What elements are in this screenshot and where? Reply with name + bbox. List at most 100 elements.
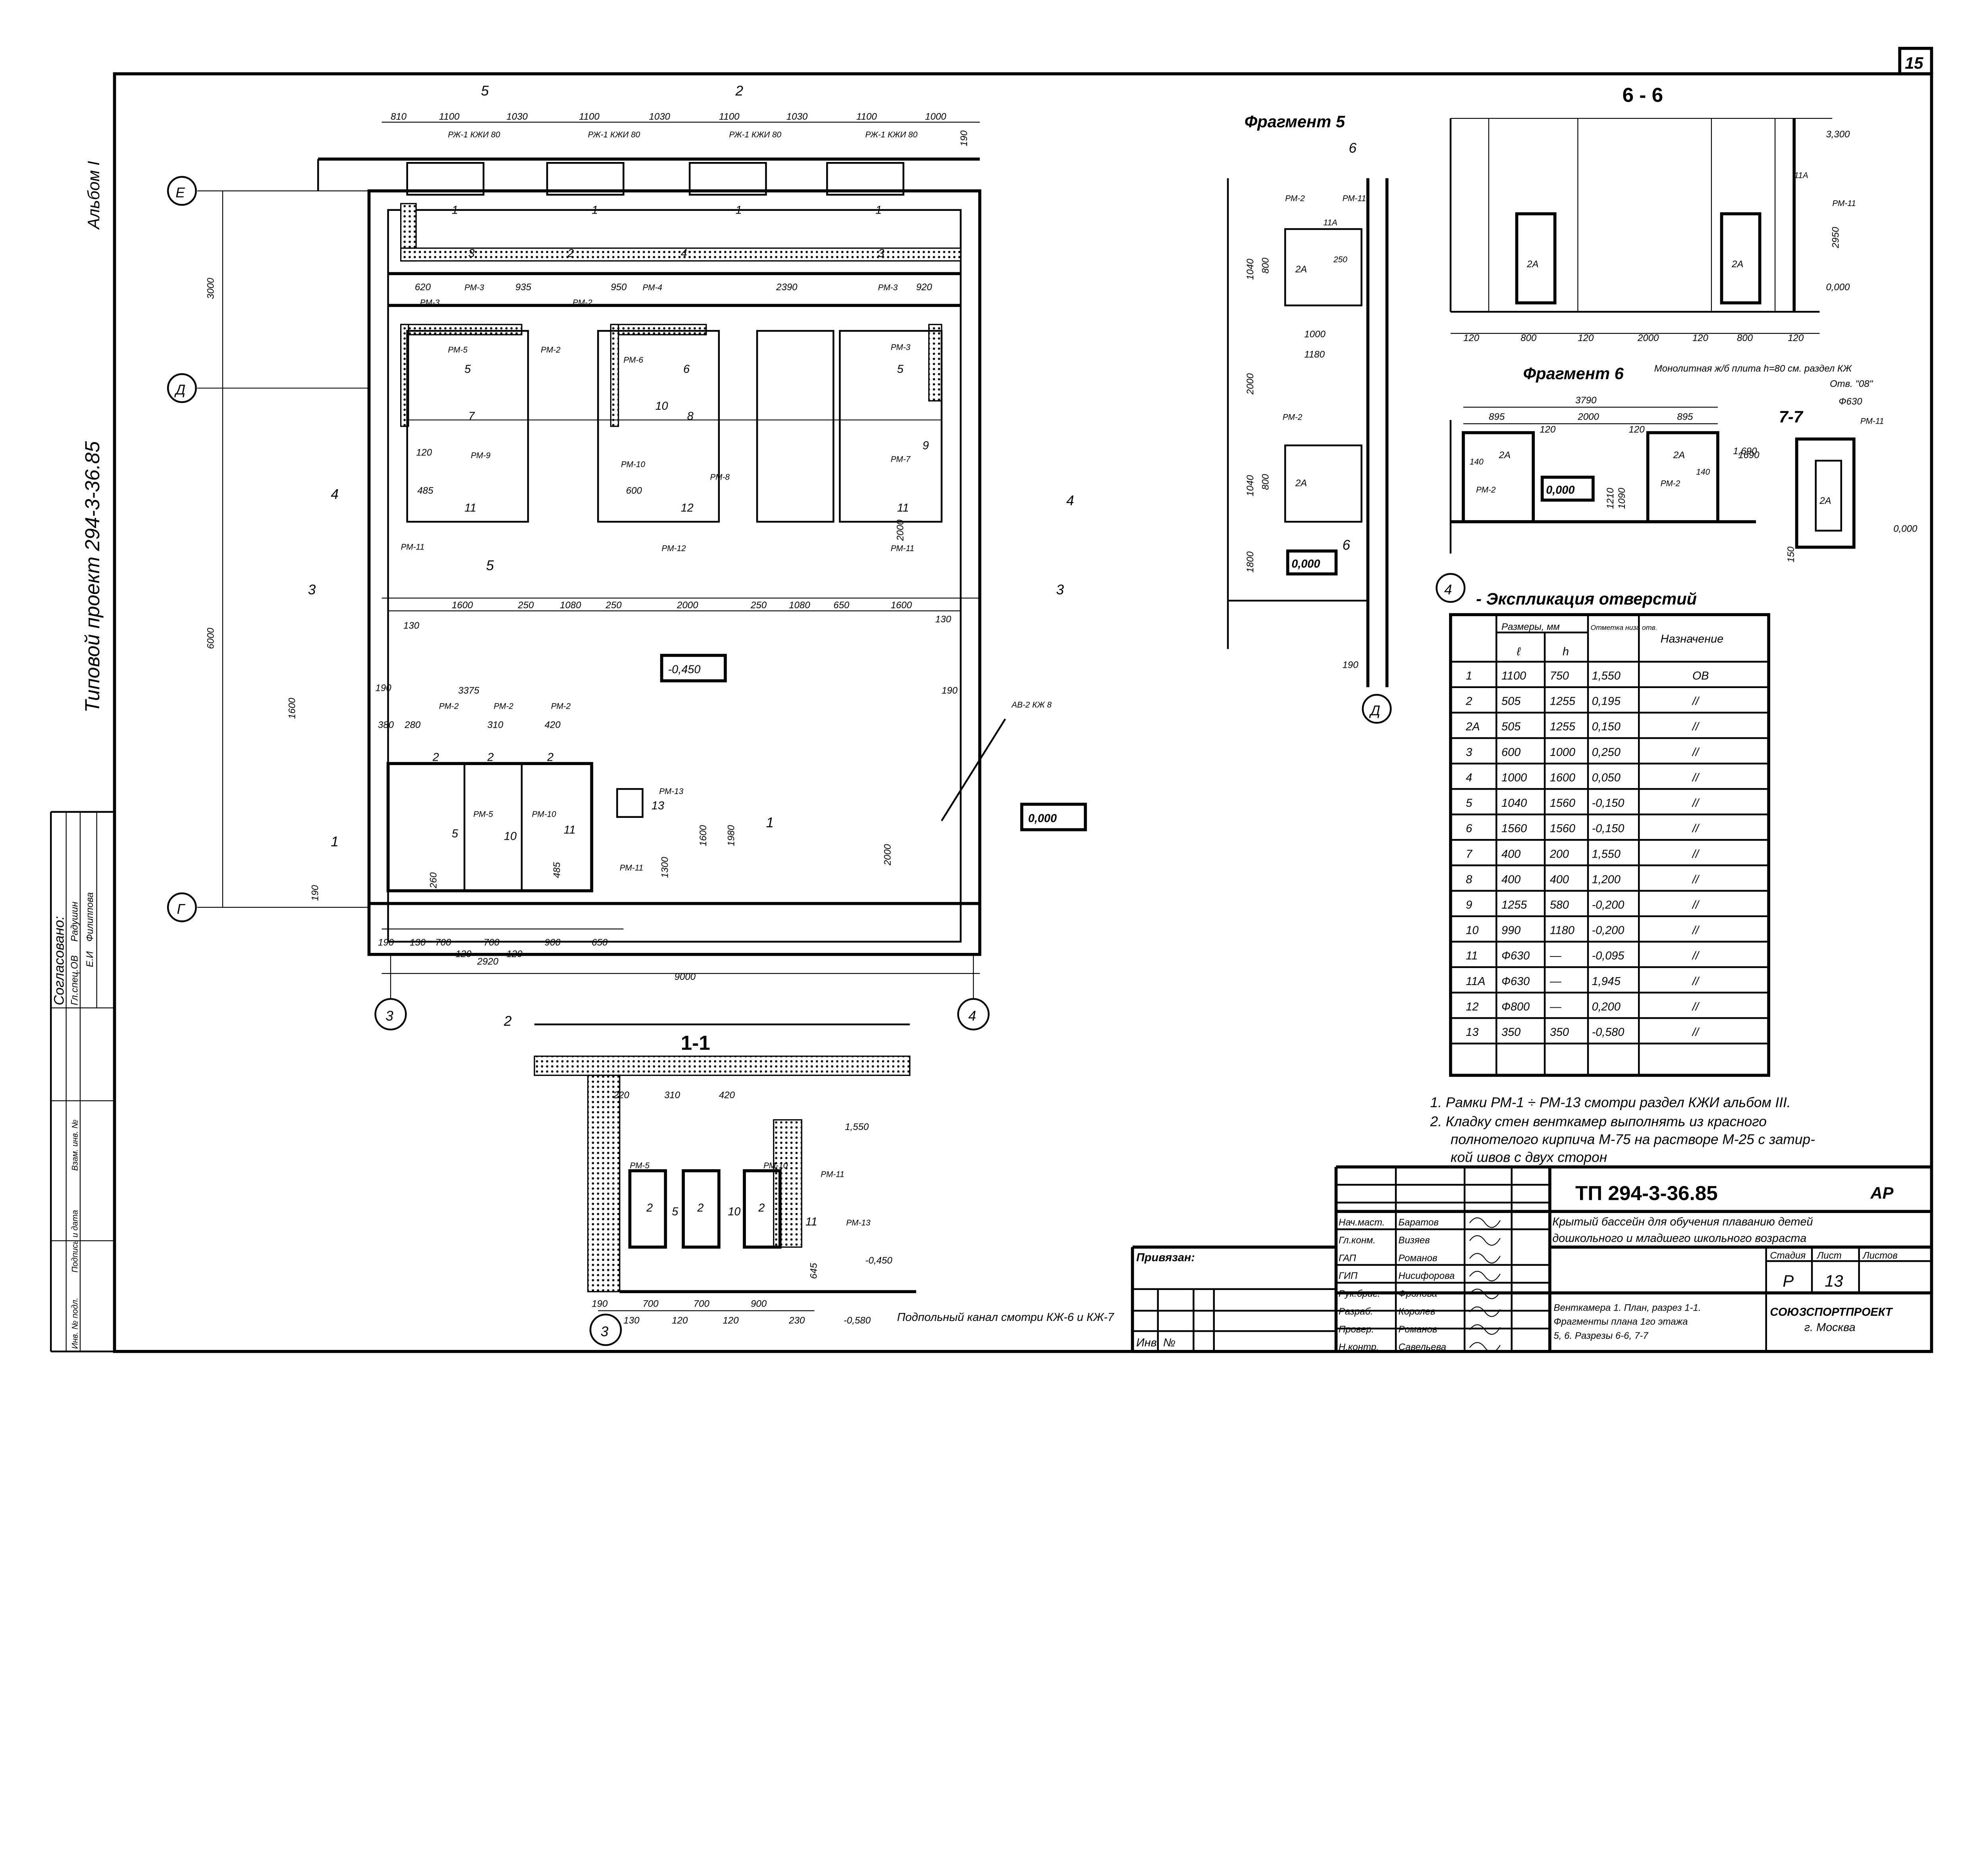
fragment6-note: Монолитная ж/б плита h=80 см. раздел КЖ <box>1654 363 1853 374</box>
svg-text:РМ-2: РМ-2 <box>1476 485 1496 494</box>
staff-role: Разраб. <box>1339 1306 1373 1317</box>
svg-text:1100: 1100 <box>719 111 740 122</box>
svg-text:1: 1 <box>736 204 742 216</box>
drawing-sheet: 15 Альбом I Типовой проект 294-3-36.85 С… <box>50 46 1933 1353</box>
cell-elevation: 0,195 <box>1592 695 1621 708</box>
svg-text:800: 800 <box>1260 474 1271 490</box>
svg-text:190: 190 <box>592 1299 608 1309</box>
sheet-corner-number: 15 <box>1905 54 1923 72</box>
cell-height: 1600 <box>1550 771 1575 784</box>
staff-name: Савельева <box>1398 1342 1446 1353</box>
svg-text:380: 380 <box>378 719 394 730</box>
cell-length: 600 <box>1501 746 1521 759</box>
sheet-value: 13 <box>1825 1271 1843 1290</box>
svg-text:700: 700 <box>435 937 451 948</box>
svg-text:700: 700 <box>694 1299 710 1309</box>
svg-text:700: 700 <box>484 937 500 948</box>
project-line-1: Крытый бассейн для обучения плаванию дет… <box>1552 1216 1813 1228</box>
ventchamber-plan <box>197 121 1087 999</box>
svg-text:2000: 2000 <box>676 600 698 611</box>
section11-top-dims: 220 310 420 <box>613 1090 735 1101</box>
frame-labels-top: РЖ-1 КЖИ 80 РЖ-1 КЖИ 80 РЖ-1 КЖИ 80 РЖ-1… <box>448 130 917 139</box>
svg-text:Д: Д <box>174 382 185 398</box>
cell-length: 1255 <box>1501 898 1527 911</box>
cell-number: 5 <box>1466 797 1472 810</box>
svg-text:РМ-8: РМ-8 <box>710 472 730 482</box>
cell-purpose: // <box>1692 695 1700 708</box>
dim-overall-9000: 9000 <box>675 972 696 982</box>
svg-text:РЖ-1 КЖИ 80: РЖ-1 КЖИ 80 <box>448 130 500 139</box>
cell-height: 1560 <box>1550 822 1575 835</box>
svg-text:2: 2 <box>487 751 494 764</box>
staff-row: Н.контр.Савельева <box>1339 1342 1501 1353</box>
cell-purpose: // <box>1692 1001 1700 1013</box>
svg-text:190: 190 <box>959 130 969 147</box>
svg-text:11: 11 <box>564 823 576 836</box>
cell-purpose: // <box>1692 822 1700 835</box>
fragment5-title: Фрагмент 5 <box>1245 112 1345 131</box>
cell-elevation: 1,945 <box>1592 975 1621 988</box>
cell-purpose: // <box>1692 950 1700 962</box>
svg-text:Д: Д <box>1369 703 1380 718</box>
cell-elevation: 0,200 <box>1592 1001 1621 1013</box>
svg-text:4: 4 <box>1444 582 1452 598</box>
section11-tags: РМ-5 РМ-10 РМ-11 РМ-13 2 5 2 10 2 11 645 <box>630 1161 871 1279</box>
staff-role: ГАП <box>1339 1253 1357 1263</box>
svg-text:1100: 1100 <box>439 111 460 122</box>
svg-text:1100: 1100 <box>856 111 877 122</box>
section77-num: 2А <box>1819 496 1831 506</box>
svg-text:1800: 1800 <box>1245 551 1256 573</box>
svg-text:РМ-10: РМ-10 <box>532 810 557 819</box>
svg-text:1180: 1180 <box>1304 349 1325 360</box>
svg-text:13: 13 <box>651 799 664 812</box>
axis-marker-g: Г <box>167 892 197 922</box>
svg-text:260: 260 <box>428 872 439 889</box>
cell-length: 990 <box>1501 924 1521 937</box>
staff-role: Рук.бриг. <box>1339 1288 1380 1299</box>
svg-text:230: 230 <box>788 1315 805 1326</box>
opening-numbers: 1 1 1 1 3 2 4 3 5 6 5 7 9 10 8 11 12 11 … <box>432 204 929 843</box>
svg-text:900: 900 <box>545 937 561 948</box>
svg-text:1: 1 <box>766 815 774 830</box>
svg-text:3: 3 <box>385 1008 393 1024</box>
signature-icon <box>1469 1235 1501 1246</box>
svg-text:280: 280 <box>404 719 421 730</box>
cell-length: 400 <box>1501 848 1521 860</box>
svg-text:130: 130 <box>403 620 420 631</box>
svg-text:800: 800 <box>1521 333 1537 343</box>
section66-elev-zero: 0,000 <box>1826 282 1850 293</box>
svg-text:2: 2 <box>758 1201 765 1214</box>
svg-text:3: 3 <box>1056 582 1064 598</box>
svg-text:5: 5 <box>672 1205 678 1218</box>
staff-row: Нач.маст.Баратов <box>1339 1217 1501 1228</box>
content-line-2: Фрагменты плана 1го этажа <box>1553 1317 1688 1327</box>
staff-name: Нисифорова <box>1398 1271 1455 1281</box>
svg-text:1000: 1000 <box>925 111 946 122</box>
cell-elevation: 0,150 <box>1592 721 1621 733</box>
inventory-label: Инв. № <box>1136 1336 1176 1349</box>
staff-role: Провер. <box>1339 1324 1374 1335</box>
reference-ab2: АВ-2 КЖ 8 <box>1011 700 1052 710</box>
svg-text:РМ-11: РМ-11 <box>401 543 425 552</box>
fragment5-elevation: 0,000 <box>1291 557 1320 570</box>
svg-text:4: 4 <box>681 247 687 260</box>
svg-text:1030: 1030 <box>786 111 808 122</box>
staff-row: Разраб.Королев <box>1339 1306 1501 1317</box>
svg-text:1030: 1030 <box>649 111 671 122</box>
signature-icon <box>1469 1217 1501 1228</box>
svg-text:120: 120 <box>1692 333 1709 343</box>
stamp-label: Взам. инв. № <box>71 1120 80 1171</box>
svg-text:11: 11 <box>464 501 476 514</box>
cell-height: 200 <box>1549 848 1569 860</box>
svg-text:3: 3 <box>601 1324 609 1339</box>
elevation-minus-450: -0,450 <box>668 663 701 676</box>
fragment6-tags: РМ-2 РМ-2 2А 2А 140 140 <box>1470 450 1710 495</box>
svg-text:120: 120 <box>1540 424 1556 435</box>
svg-text:РМ-3: РМ-3 <box>878 283 898 292</box>
